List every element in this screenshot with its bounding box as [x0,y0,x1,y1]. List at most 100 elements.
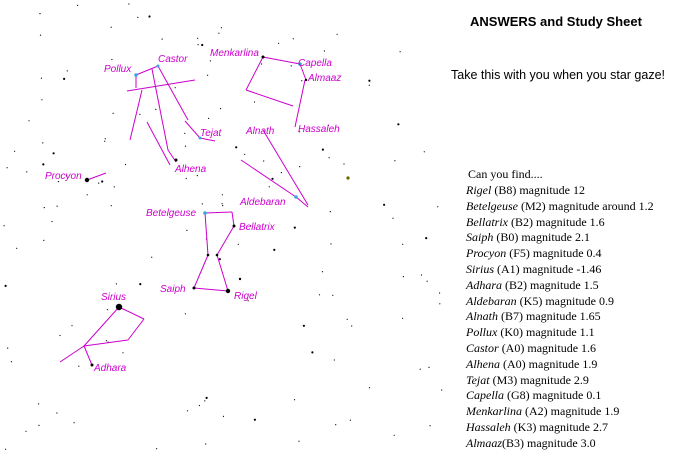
magnitude: magnitude 3.0 [527,435,596,450]
magnitude: magnitude 0.9 [545,293,614,308]
constellation-line [157,65,189,121]
background-star [101,180,104,183]
background-star [4,284,7,287]
background-star [184,313,186,315]
star-label-procyon: Procyon [45,171,82,182]
background-star [301,80,303,82]
star-label-alhena: Alhena [174,164,207,175]
star-name: Tejat [466,372,490,387]
star-name: Pollux [466,325,498,340]
background-star [151,256,153,258]
magnitude: magnitude 2.1 [521,230,590,245]
orion-belt-star [206,253,210,257]
background-star [244,153,246,155]
constellation-line [299,63,307,81]
constellation-line [83,345,93,366]
spectral-class: (B2) [505,277,527,292]
background-star [39,13,41,15]
background-star [237,243,239,245]
background-star [218,32,220,34]
background-star [330,243,332,245]
background-star [6,167,8,169]
background-star [235,146,238,149]
background-star [42,163,45,166]
background-star [10,361,12,363]
background-star [263,160,265,162]
constellation-line [199,137,216,142]
background-star [349,419,351,421]
background-star [321,271,324,273]
background-star [38,403,40,405]
star-name: Aldebaran [466,293,517,308]
background-star [441,389,443,391]
background-star [63,77,66,80]
constellation-line [83,306,120,347]
background-star [111,58,113,61]
background-star [52,152,55,155]
background-star [137,16,139,18]
magnitude: magnitude 1.5 [530,277,599,292]
list-item: Castor (A0) magnitude 1.6 [466,341,654,357]
background-star [311,351,314,354]
background-star [186,410,189,412]
capella-star [298,62,302,66]
list-item: Almaaz(B3) magnitude 3.0 [466,436,654,452]
background-star [59,334,61,337]
spectral-class: (M2) [520,198,546,213]
sheet-subtitle: Take this with you when you star gaze! [451,68,666,82]
background-star [332,294,334,296]
spectral-class: (A0) [503,356,526,371]
background-star [397,123,400,126]
orion-belt-star [215,253,219,257]
background-star [336,33,338,35]
background-star [43,207,45,209]
list-item: Adhara (B2) magnitude 1.5 [466,278,654,294]
background-star [104,140,106,142]
magnitude: magnitude 1.1 [526,325,595,340]
background-star [321,148,324,151]
almaaz-star [304,78,308,82]
list-item: Pollux (K0) magnitude 1.1 [466,325,654,341]
background-star [293,226,296,229]
field-star [238,277,242,281]
constellation-line [193,287,229,292]
magnitude: magnitude 12 [519,183,585,197]
star-name: Almaaz [466,435,502,450]
background-star [57,181,60,183]
background-star [28,120,30,122]
background-star [253,418,256,421]
constellation-line [184,120,201,139]
background-star [328,157,330,159]
background-star [302,324,305,327]
background-star [26,171,28,173]
background-star [198,404,200,407]
constellation-line [262,56,301,65]
background-star [16,247,18,249]
constellation-line [231,211,235,227]
list-item: Tejat (M3) magnitude 2.9 [466,373,654,389]
list-item: Betelgeuse (M2) magnitude around 1.2 [466,199,654,215]
list-item: Bellatrix (B2) magnitude 1.6 [466,215,654,231]
spectral-class: (A2) [525,404,548,419]
constellation-line [59,345,85,363]
background-star [197,37,199,39]
star-name: Betelgeuse [466,198,518,213]
star-label-capella: Capella [298,58,332,69]
background-star [71,325,73,327]
background-star [124,163,127,166]
castor-star [156,64,160,68]
constellation-line [295,196,309,208]
constellation-line [245,56,264,91]
background-star [110,205,112,207]
background-star [293,399,296,401]
spectral-class: (B7) [501,309,523,324]
spectral-class: (K3) [513,419,537,434]
background-star [271,177,274,180]
spectral-class: (G8) [507,388,530,403]
background-star [220,27,222,29]
star-name: Bellatrix [466,214,508,229]
star-label-sirius: Sirius [101,292,126,303]
background-star [42,142,44,144]
constellation-line [86,172,107,181]
